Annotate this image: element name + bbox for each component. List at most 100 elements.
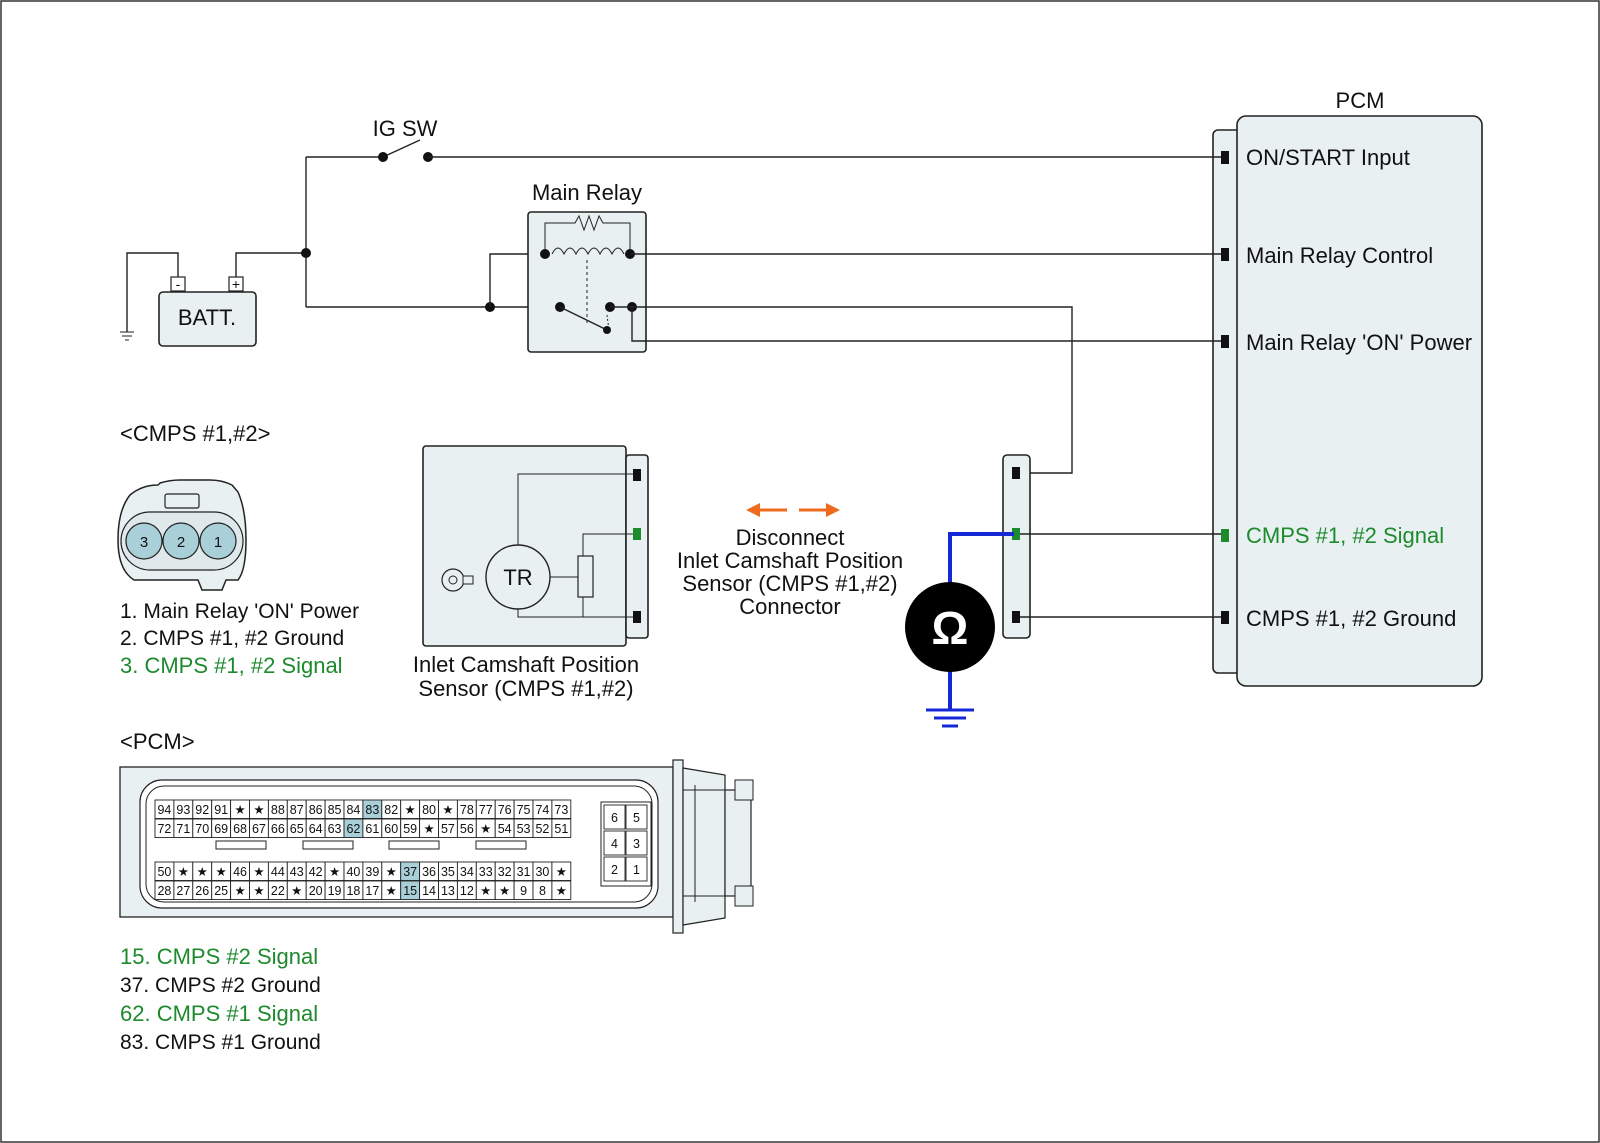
pcm-title: PCM — [1336, 88, 1385, 113]
pcm-pin-number: 83 — [365, 803, 379, 817]
pcm-pin-number: 84 — [346, 803, 360, 817]
sensor-name: Inlet Camshaft Position — [413, 652, 639, 677]
camshaft-sensor: TR Inlet Camshaft Position Sensor (CMPS … — [413, 445, 649, 701]
ig-sw-label: IG SW — [373, 116, 438, 141]
pcm-pin-number: 63 — [328, 822, 342, 836]
pcm-pin-cell — [551, 880, 572, 900]
pcm-pin-number: 34 — [460, 865, 474, 879]
cmps-connector-view: <CMPS #1,#2> 3 2 1 1. Main Relay 'ON' Po… — [117, 421, 359, 678]
connector-latch — [672, 759, 754, 934]
pcm-pin-number: 66 — [271, 822, 285, 836]
pcm-pin-number: 59 — [403, 822, 417, 836]
main-relay-label: Main Relay — [532, 180, 642, 205]
pcm-pin-number: ★ — [386, 884, 397, 898]
pin-number: 2 — [177, 534, 185, 551]
pcm-pin-number: ★ — [253, 803, 264, 817]
ignition-switch: IG SW — [306, 116, 1221, 162]
pcm-pin-number: 31 — [517, 865, 531, 879]
pcm-pin-number: ★ — [480, 884, 491, 898]
pcm-pin-number: 12 — [460, 884, 474, 898]
pcm-pin-label: CMPS #1, #2 Signal — [1246, 523, 1444, 548]
pcm-pin-number: ★ — [329, 865, 340, 879]
pcm-pin-number: ★ — [178, 865, 189, 879]
pcm-pin-number: 69 — [214, 822, 228, 836]
pcm-pin-number: 73 — [554, 803, 568, 817]
pcm-pin-number: 54 — [498, 822, 512, 836]
pcm-pin-number: ★ — [442, 803, 453, 817]
pcm-pin-number: ★ — [405, 803, 416, 817]
pin-number: 3 — [140, 534, 148, 551]
pcm-pin-number: 52 — [535, 822, 549, 836]
pcm-pin-number: 13 — [441, 884, 455, 898]
pcm-pin-number: 87 — [290, 803, 304, 817]
pcm-pin-number: 56 — [460, 822, 474, 836]
pcm-pin-number: 27 — [176, 884, 190, 898]
pcm-pin-number: 5 — [633, 811, 640, 825]
pcm-pin-number: ★ — [386, 865, 397, 879]
ohmmeter: Ω — [905, 532, 1014, 728]
pcm-pin-number: 72 — [157, 822, 171, 836]
sensor-tr-symbol: TR — [503, 565, 532, 590]
harness-connector — [1002, 454, 1221, 639]
pcm-pin-number: 85 — [328, 803, 342, 817]
ohm-symbol: Ω — [932, 602, 969, 654]
battery-positive-sign: + — [232, 276, 240, 292]
pcm-pin-number: 62 — [346, 822, 360, 836]
connector-pin — [199, 522, 237, 560]
pcm-pin-number: 33 — [479, 865, 493, 879]
pcm-legend-item: 37. CMPS #2 Ground — [120, 974, 321, 997]
main-relay: Main Relay — [527, 180, 1221, 474]
pcm-pin-number: 92 — [195, 803, 209, 817]
pcm-pin-number: 46 — [233, 865, 247, 879]
pcm-pin-number: 78 — [460, 803, 474, 817]
pcm-pin-number: 40 — [346, 865, 360, 879]
pcm-pin-number: 74 — [535, 803, 549, 817]
pcm-pin-number: 77 — [479, 803, 493, 817]
pcm-pin-number: 86 — [309, 803, 323, 817]
pcm-pin-number: 18 — [346, 884, 360, 898]
pcm-pin-label: Main Relay 'ON' Power — [1246, 330, 1472, 355]
disconnect-arrows-icon — [746, 503, 840, 517]
disconnect-text: Disconnect — [736, 525, 845, 550]
pcm-module: PCM ON/START Input Main Relay Control Ma… — [1212, 88, 1483, 687]
disconnect-text: Connector — [739, 594, 841, 619]
pcm-pin-number: 20 — [309, 884, 323, 898]
pcm-pin-number: 61 — [365, 822, 379, 836]
pcm-pin-number: 17 — [365, 884, 379, 898]
battery-negative-sign: - — [176, 276, 181, 292]
pcm-pin-number: 36 — [422, 865, 436, 879]
pcm-pin-number: 50 — [157, 865, 171, 879]
pcm-pin-number: 14 — [422, 884, 436, 898]
pcm-pin-number: 51 — [554, 822, 568, 836]
pcm-pin-number: 1 — [633, 863, 640, 877]
pcm-pin-number: 28 — [157, 884, 171, 898]
pcm-pin-label: Main Relay Control — [1246, 243, 1433, 268]
connector-pin — [162, 522, 200, 560]
disconnect-text: Sensor (CMPS #1,#2) — [682, 571, 897, 596]
pcm-pin-number: 94 — [157, 803, 171, 817]
pcm-pin-number: ★ — [480, 822, 491, 836]
pcm-pin-number: 25 — [214, 884, 228, 898]
pcm-pin-cell — [603, 830, 626, 856]
pcm-pin-cell — [625, 856, 648, 882]
pcm-pin-number: 15 — [403, 884, 417, 898]
pcm-pin-number: 91 — [214, 803, 228, 817]
pcm-pin-number: 9 — [520, 884, 527, 898]
sensor-name: Sensor (CMPS #1,#2) — [418, 676, 633, 701]
pcm-pin-label: CMPS #1, #2 Ground — [1246, 606, 1456, 631]
ground-icon — [926, 708, 974, 728]
pcm-pin-number: 43 — [290, 865, 304, 879]
power-bus — [301, 157, 560, 312]
pcm-pin-number: ★ — [216, 865, 227, 879]
pcm-legend-item: 83. CMPS #1 Ground — [120, 1031, 321, 1054]
pcm-pin-number: 2 — [611, 863, 618, 877]
pcm-pin-cell — [551, 861, 572, 881]
pcm-pin-number: ★ — [253, 884, 264, 898]
pin-number: 1 — [214, 534, 222, 551]
pcm-legend-item: 62. CMPS #1 Signal — [120, 1001, 318, 1026]
pcm-pin-number: 53 — [517, 822, 531, 836]
